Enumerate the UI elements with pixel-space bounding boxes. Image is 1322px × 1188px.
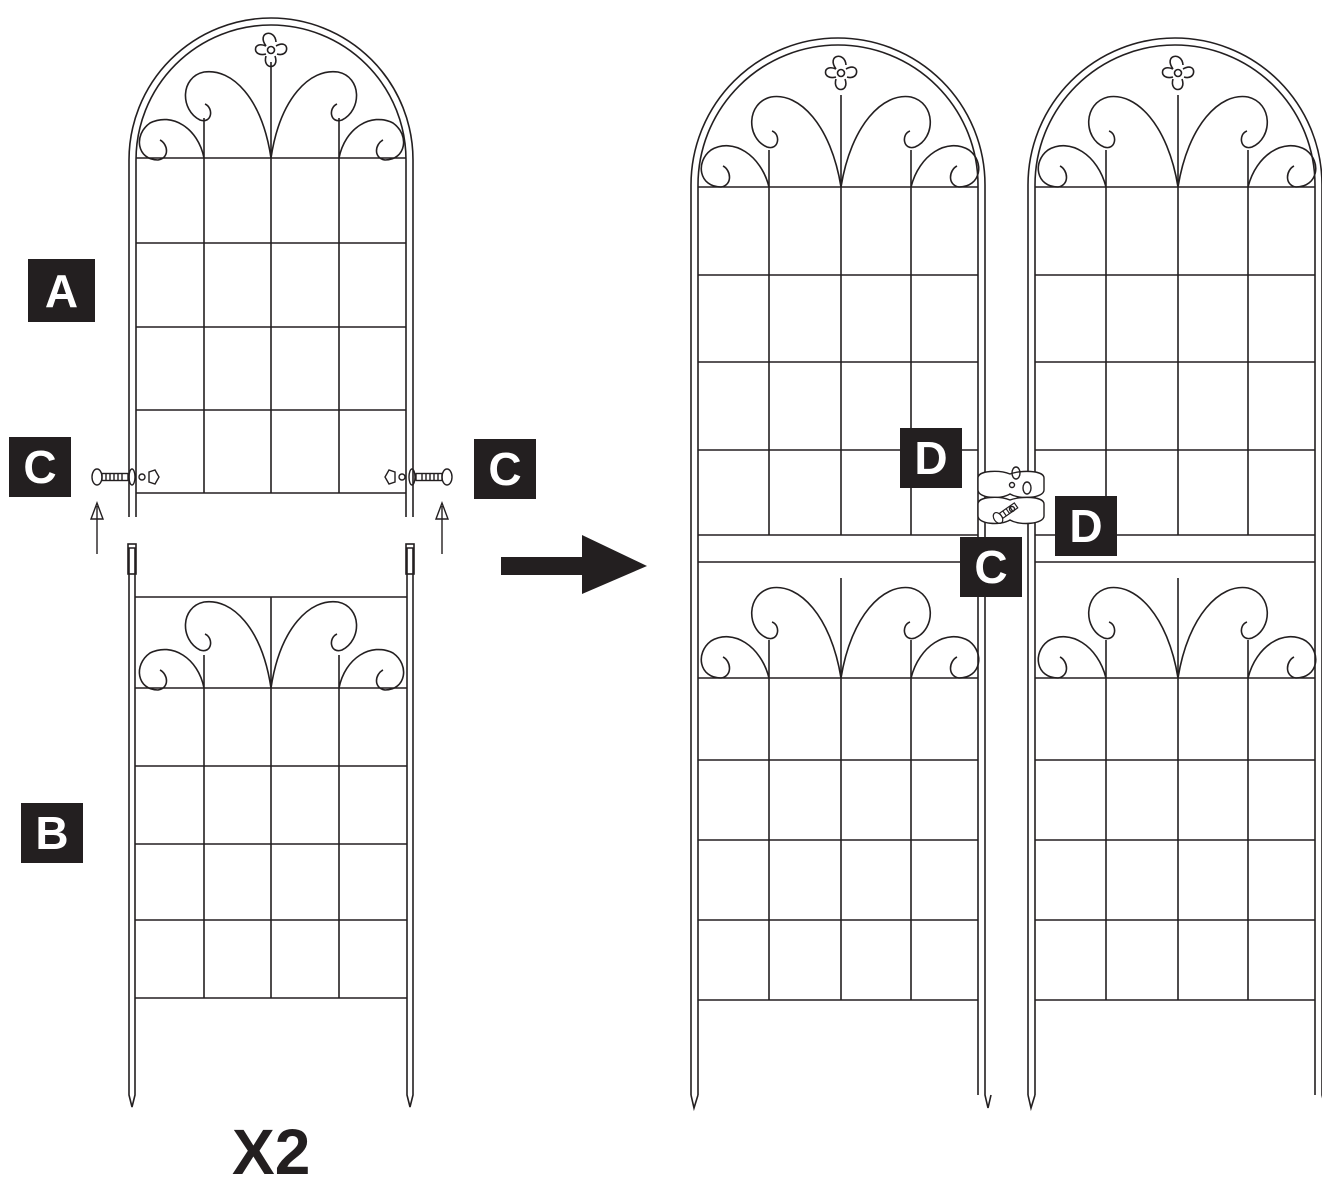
arrow-up-left-icon (89, 501, 105, 554)
panel-b (127, 543, 415, 1108)
screw-left-icon (91, 468, 160, 486)
label-c-left: C (9, 437, 71, 497)
label-d-upper: D (900, 428, 962, 488)
screw-right-icon (384, 468, 453, 486)
bracket-screw-icon (992, 502, 1019, 525)
quantity-label: X2 (232, 1116, 311, 1188)
arrow-up-right-icon (434, 501, 450, 554)
assembled-panel-right (1027, 37, 1322, 1109)
panel-a (128, 17, 414, 518)
arrow-right-icon (501, 535, 647, 594)
label-d-lower: D (1055, 496, 1117, 556)
assembled-panel-left (690, 37, 992, 1109)
label-b: B (21, 803, 83, 863)
label-c-right: C (474, 439, 536, 499)
connector-bracket-icon (977, 466, 1045, 525)
label-c-bracket: C (960, 537, 1022, 597)
label-a: A (28, 259, 95, 322)
